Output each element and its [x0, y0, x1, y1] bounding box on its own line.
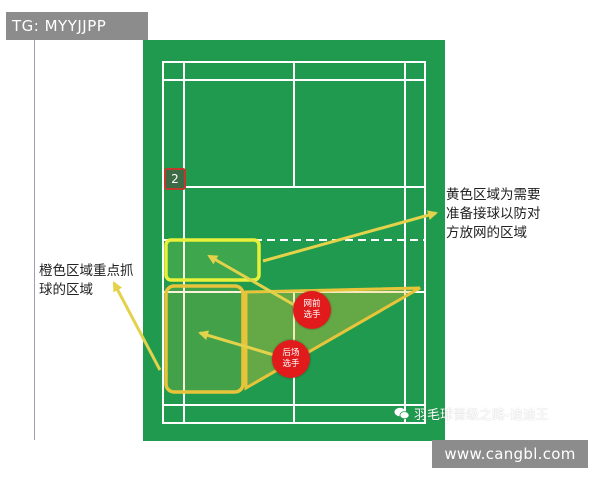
back-court-player-marker: 后场 选手	[272, 340, 310, 378]
zone-number-badge: 2	[164, 168, 186, 190]
top-watermark-tag: TG: MYYJJPP	[6, 12, 148, 40]
arrow-to-yellow-label	[262, 210, 438, 263]
watermark-text: 羽毛球晋级之路-迪迪王	[414, 408, 549, 423]
orange-triangle-zone	[244, 286, 421, 391]
wechat-icon	[394, 407, 410, 420]
arrow-to-orange-label	[112, 281, 162, 371]
author-watermark: 羽毛球晋级之路-迪迪王	[394, 404, 549, 423]
front-player-label-2: 选手	[303, 310, 321, 320]
arrow-front-player-to-yellow	[207, 254, 297, 308]
arrow-back-player-to-orange	[198, 330, 275, 357]
site-watermark-tag: www.cangbl.com	[432, 440, 588, 468]
left-divider-line	[34, 40, 35, 440]
yellow-zone-annotation: 黄色区域为需要 准备接球以防对 方放网的区域	[446, 187, 541, 241]
back-player-label-2: 选手	[282, 359, 300, 369]
court-lines	[162, 61, 426, 424]
back-player-label-1: 后场	[282, 348, 300, 358]
yellow-zone	[164, 238, 261, 282]
front-court-player-marker: 网前 选手	[293, 291, 331, 329]
orange-zone-annotation: 橙色区域重点抓 球的区域	[39, 263, 134, 298]
orange-zone	[164, 284, 245, 394]
front-player-label-1: 网前	[303, 299, 321, 309]
